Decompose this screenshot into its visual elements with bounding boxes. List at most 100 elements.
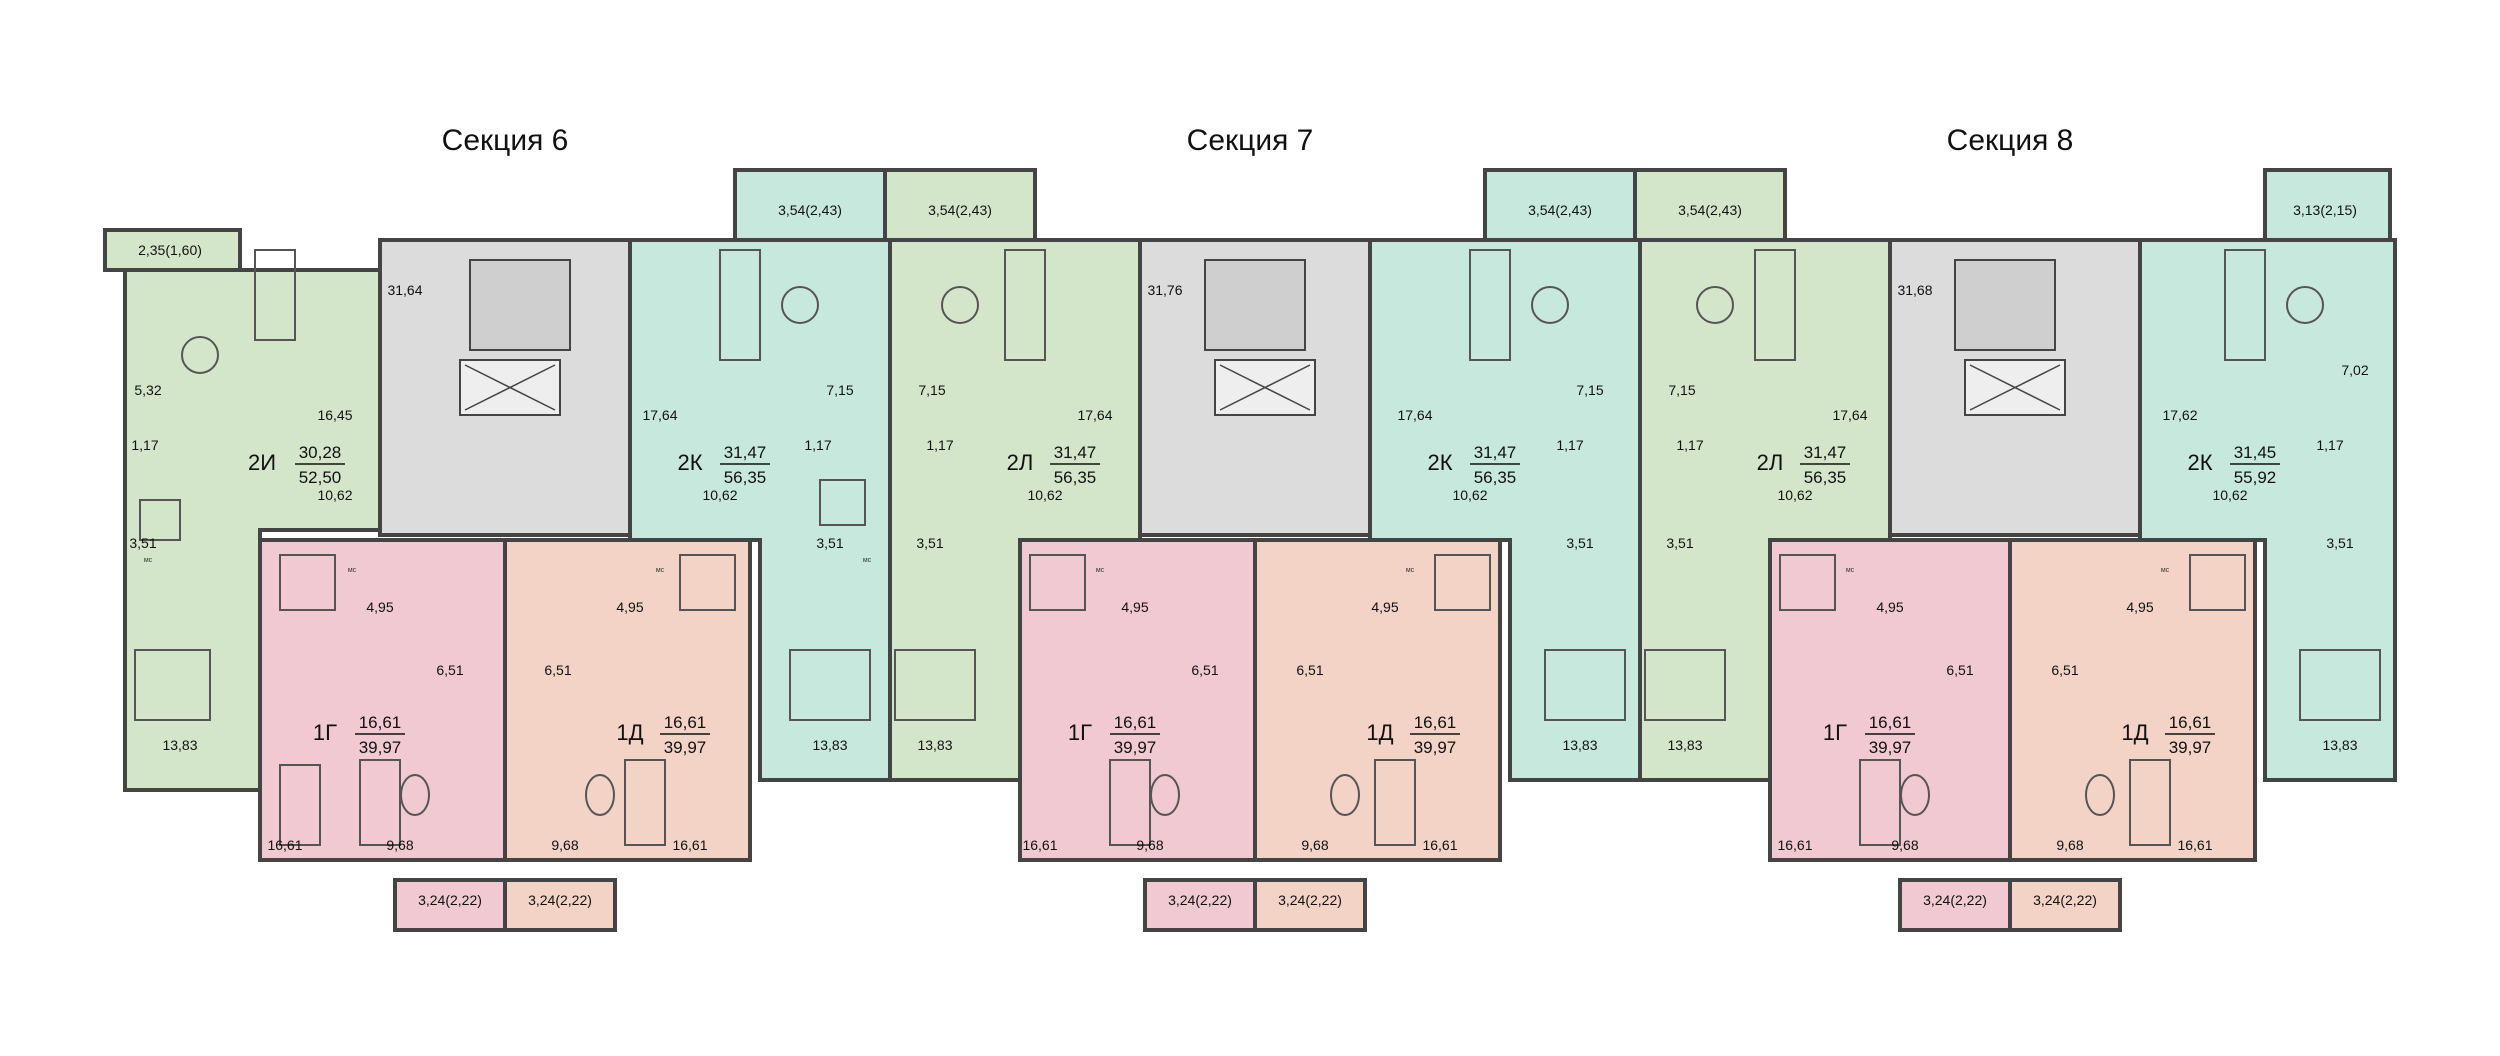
room-area-label: 10,62: [2212, 487, 2247, 503]
room-area-label: 13,83: [1562, 737, 1597, 753]
room-area-label: 3,51: [916, 535, 943, 551]
apartment-total-area: 56,35: [1804, 468, 1847, 487]
balcony-bottom-right: [2008, 878, 2122, 932]
room-area-label: 1,17: [926, 437, 953, 453]
apartment-total-area: 39,97: [1869, 738, 1912, 757]
bathtub-icon: [1434, 554, 1491, 611]
balcony-top: [2263, 168, 2392, 242]
room-area-label: 1,17: [131, 437, 158, 453]
balcony-area-label: 3,54(2,43): [778, 202, 842, 218]
wc-label: мс: [656, 567, 665, 574]
stair-flight: [469, 259, 571, 351]
room-area-label: 4,95: [1121, 599, 1148, 615]
apartment-1g: [1768, 538, 2012, 862]
balcony-bottom-right: [1253, 878, 1367, 932]
room-area-label: 9,68: [1891, 837, 1918, 853]
apartment-total-area: 56,35: [1474, 468, 1517, 487]
apartment-living-area: 31,47: [1054, 443, 1097, 462]
apartment-living-area: 31,45: [2234, 443, 2277, 462]
balcony-area-label: 3,24(2,22): [1278, 892, 1342, 908]
bathtub-icon: [679, 554, 736, 611]
table-icon: [2085, 774, 2115, 816]
dining-table-icon: [941, 286, 979, 324]
apartment-living-area: 16,61: [359, 713, 402, 732]
balcony-area-label: 3,24(2,22): [2033, 892, 2097, 908]
room-area-label: 6,51: [544, 662, 571, 678]
balcony-top-right: [883, 168, 1037, 242]
room-area-label: 7,15: [826, 382, 853, 398]
room-area-label: 16,45: [317, 407, 352, 423]
sofa-icon: [624, 759, 666, 846]
bed-icon: [894, 649, 976, 721]
room-area-label: 9,68: [551, 837, 578, 853]
room-area-label: 10,62: [317, 487, 352, 503]
section-6-title: Секция 6: [442, 124, 569, 157]
room-area-label: 16,61: [1022, 837, 1057, 853]
wc-label: мс: [2161, 567, 2170, 574]
apartment-code: 2К: [1427, 450, 1452, 475]
bed-icon: [1544, 649, 1626, 721]
apartment-living-area: 16,61: [1114, 713, 1157, 732]
room-area-label: 10,62: [1777, 487, 1812, 503]
sofa-icon: [2129, 759, 2171, 846]
sofa-icon: [1754, 249, 1796, 361]
apartment-total-area: 55,92: [2234, 468, 2277, 487]
sofa-icon: [1109, 759, 1151, 846]
room-area-label: 9,68: [1136, 837, 1163, 853]
room-area-label: 4,95: [616, 599, 643, 615]
section-8-title: Секция 8: [1947, 124, 2074, 157]
room-area-label: 6,51: [1296, 662, 1323, 678]
room-area-label: 16,61: [2177, 837, 2212, 853]
table-icon: [585, 774, 615, 816]
room-area-label: 4,95: [1371, 599, 1398, 615]
balcony-bottom-left: [393, 878, 507, 932]
table-icon: [1330, 774, 1360, 816]
apartment-code: 2Л: [1007, 450, 1034, 475]
balcony-area-label: 3,54(2,43): [1528, 202, 1592, 218]
apartment-code: 2Л: [1757, 450, 1784, 475]
table-icon: [1900, 774, 1930, 816]
room-area-label: 1,17: [1676, 437, 1703, 453]
bathtub-icon: [279, 554, 336, 611]
room-area-label: 4,95: [366, 599, 393, 615]
apartment-living-area: 30,28: [299, 443, 342, 462]
balcony-bottom-right: [503, 878, 617, 932]
apartment-living-area: 16,61: [2169, 713, 2212, 732]
balcony-area-label: 3,24(2,22): [1923, 892, 1987, 908]
balcony-area-label: 3,54(2,43): [1678, 202, 1742, 218]
bed-icon: [789, 649, 871, 721]
room-area-label: 13,83: [812, 737, 847, 753]
apartment-1d: [2008, 538, 2257, 862]
section-7: мс мс 31,76 3,54(2,43) 3,54(2,43) 3,24(2…: [888, 168, 1787, 932]
room-area-label: 16,61: [1777, 837, 1812, 853]
room-area-label: 6,51: [1191, 662, 1218, 678]
apartment-total-area: 39,97: [359, 738, 402, 757]
room-area-label: 3,51: [2326, 535, 2353, 551]
apartment-total-area: 39,97: [664, 738, 707, 757]
room-area-label: 1,17: [1556, 437, 1583, 453]
apartment-code: 1Д: [2121, 720, 2148, 745]
section-6: мс мс мс мс 2,35(1,60) 31,64 3,54(2,43) …: [103, 168, 1037, 932]
room-area-label: 4,95: [2126, 599, 2153, 615]
apartment-living-area: 16,61: [1869, 713, 1912, 732]
balcony-area-label: 3,54(2,43): [928, 202, 992, 218]
bathtub-icon: [2189, 554, 2246, 611]
balcony-top-left: [1483, 168, 1637, 242]
section-8: мс мс 31,68 3,13(2,15) 3,24(2,22) 3,24(2…: [1638, 168, 2397, 932]
apartment-living-area: 31,47: [724, 443, 767, 462]
wc-label: мс: [1096, 567, 1105, 574]
room-area-label: 5,32: [134, 382, 161, 398]
apartment-total-area: 39,97: [2169, 738, 2212, 757]
room-area-label: 7,15: [1576, 382, 1603, 398]
room-area-label: 7,15: [1668, 382, 1695, 398]
apartment-code: 2К: [2187, 450, 2212, 475]
room-area-label: 3,51: [129, 535, 156, 551]
sofa-icon: [254, 249, 296, 341]
room-area-label: 9,68: [1301, 837, 1328, 853]
bed-icon: [2299, 649, 2381, 721]
balcony-area-label: 3,24(2,22): [1168, 892, 1232, 908]
apartment-living-area: 16,61: [664, 713, 707, 732]
apartment-total-area: 56,35: [724, 468, 767, 487]
room-area-label: 6,51: [1946, 662, 1973, 678]
stair-area-label: 31,64: [387, 282, 422, 298]
